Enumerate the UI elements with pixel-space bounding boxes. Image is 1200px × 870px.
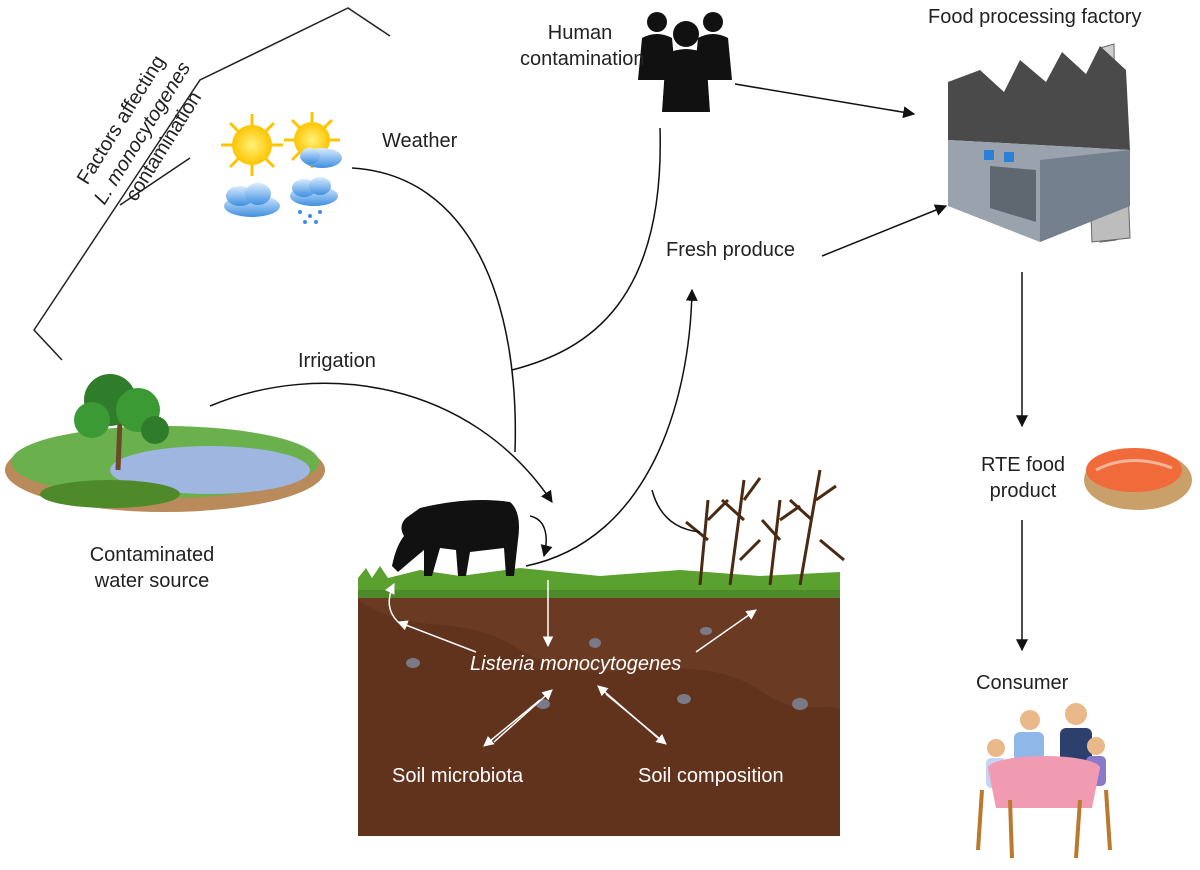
rain-cloud-icon [290,177,338,224]
produce-to-factory-arrow [821,204,948,257]
cloud-icon [224,183,280,217]
irrigation-arrow [209,382,553,503]
microbiota-up-arrow [493,689,553,743]
factory-icon [948,43,1131,243]
fresh-produce-label: Fresh produce [666,239,795,261]
listeria-label: Listeria monocytogenes [470,653,682,675]
sun-icon [221,114,283,176]
factory-label: Food processing factory [928,6,1142,28]
weather-arrow [351,167,517,453]
soil-block [358,566,840,836]
to-cow-arrow [397,620,477,653]
human-contamination-label: Human contamination [520,22,645,70]
to-corn-arrow [695,609,757,653]
cow-icon [392,500,519,576]
microbiota-down-arrow [483,699,541,747]
family-table-icon [976,703,1112,859]
sun-cloud-icon [284,112,342,168]
irrigation-label: Irrigation [298,350,376,372]
soil-to-produce-arrow [525,288,698,567]
corn-icon [685,469,845,586]
people-icon [638,12,732,112]
weather-label: Weather [382,130,458,152]
salmon-toast-icon [1084,448,1192,510]
factors-bracket [33,7,391,361]
composition-down-arrow [605,693,667,745]
soil-composition-label: Soil composition [638,765,784,787]
human-to-factory-arrow [734,83,916,119]
corn-to-produce-link [651,489,701,533]
rte-food-label: RTE food product [980,454,1066,502]
cow-up-arrow [385,583,399,623]
water-source-label: Contaminated water source [89,544,215,592]
soil-microbiota-label: Soil microbiota [392,765,524,787]
human-arrow [511,127,661,371]
cow-to-soil-arrow [529,515,553,558]
consumer-label: Consumer [976,672,1069,694]
pond-icon [5,374,325,512]
